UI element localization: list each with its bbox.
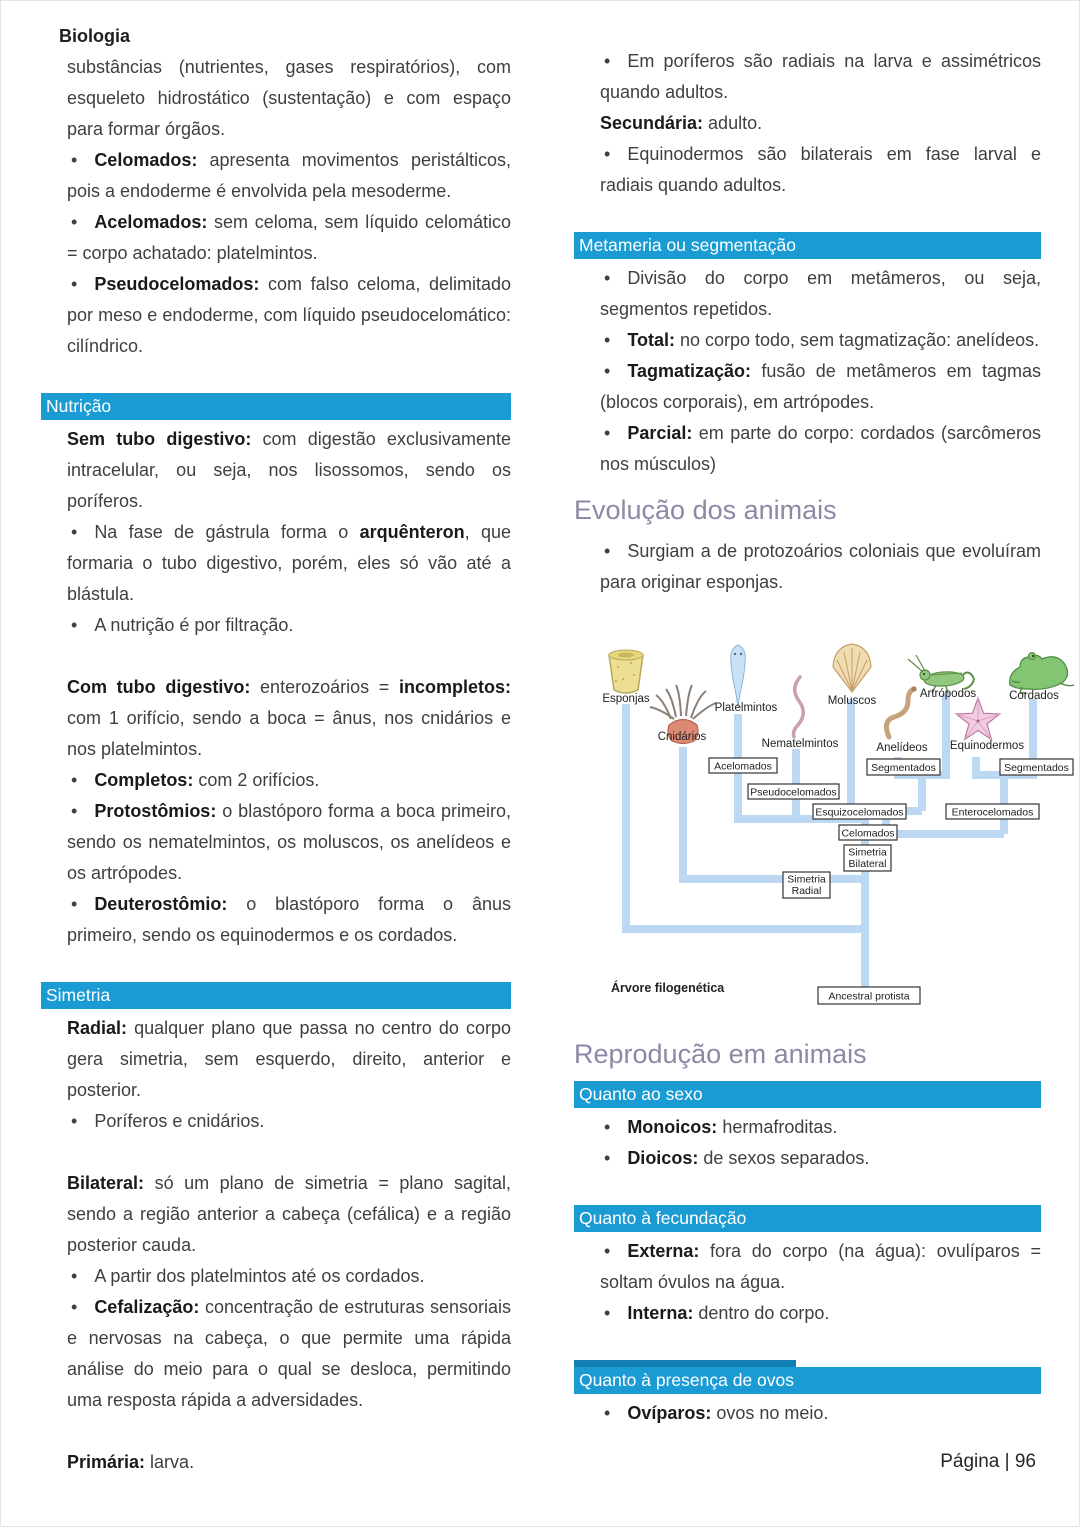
left-column: Biologia substâncias (nutrientes, gases … (41, 21, 511, 1478)
bullet-celomados: Celomados: apresenta movimentos peristál… (67, 145, 511, 207)
node-box-celomados: Celomados (841, 828, 894, 840)
spacer (41, 1416, 511, 1447)
phylogenetic-tree-diagram: Esponjas Cnidários Platelmintos Nematelm… (602, 643, 1075, 1005)
bullet-divisao: Divisão do corpo em metâmeros, ou seja, … (600, 263, 1041, 325)
node-box-simetria-radial-line2: Radial (792, 885, 822, 897)
node-box-segmentados-dir: Segmentados (1004, 762, 1069, 774)
spacer (574, 1329, 1041, 1360)
heading-reproducao: Reprodução em animais (574, 1039, 867, 1069)
bullet-total: Total: no corpo todo, sem tagmatização: … (600, 325, 1041, 356)
bullet-completos: Completos: com 2 orifícios. (67, 765, 511, 796)
grasshopper-icon (907, 654, 976, 695)
right-column-lower: Reprodução em animais Quanto ao sexo Mon… (574, 1036, 1041, 1429)
bullet-acelomados: Acelomados: sem celoma, sem líquido celo… (67, 207, 511, 269)
paragraph: substâncias (nutrientes, gases respirató… (67, 57, 511, 139)
flatworm-icon (730, 644, 746, 708)
section-header-sexo: Quanto ao sexo (574, 1081, 1041, 1108)
section-header-nutricao: Nutrição (41, 393, 511, 420)
bullet-cefalizacao: Cefalização: concentração de estruturas … (67, 1292, 511, 1416)
node-box-ancestral-protista: Ancestral protista (828, 991, 909, 1003)
bullet-surgiam: Surgiam a de protozoários coloniais que … (600, 536, 1041, 598)
bullet-poriferos: Poríferos e cnidários. (67, 1106, 511, 1137)
paragraph-bilateral: Bilateral: só um plano de simetria = pla… (67, 1173, 511, 1255)
paragraph-sem-tubo: Sem tubo digestivo: com digestão exclusi… (67, 429, 511, 511)
tree-caption: Árvore filogenética (611, 980, 725, 995)
roundworm-icon (791, 675, 805, 739)
paragraph-radial: Radial: qualquer plano que passa no cent… (67, 1018, 511, 1100)
section-header-metameria: Metameria ou segmentação (574, 232, 1041, 259)
node-box-enterocelomados: Enterocelomados (952, 807, 1034, 819)
spacer (41, 362, 511, 393)
heading-evolucao: Evolução dos animais (574, 495, 837, 525)
bullet-gastrula: Na fase de gástrula forma o arquênteron,… (67, 517, 511, 610)
taxon-label-cordados: Cordados (1009, 690, 1059, 702)
bullet-interna: Interna: dentro do corpo. (600, 1298, 1041, 1329)
bullet-tagmatizacao: Tagmatização: fusão de metâmeros em tagm… (600, 356, 1041, 418)
page-running-title: Biologia (59, 26, 130, 46)
spacer (574, 1174, 1041, 1205)
node-box-acelomados: Acelomados (714, 761, 772, 773)
node-box-segmentados-esq: Segmentados (871, 762, 936, 774)
spacer (41, 1137, 511, 1168)
mollusk-shell-icon (832, 643, 872, 693)
page-number: Página | 96 (940, 1451, 1036, 1472)
bullet-a-partir: A partir dos platelmintos até os cordado… (67, 1261, 511, 1292)
section-header-fecundacao: Quanto à fecundação (574, 1205, 1041, 1232)
starfish-icon (954, 696, 1002, 742)
node-box-esquizocelomados: Esquizocelomados (815, 807, 903, 819)
paragraph-secundaria: Secundária: adulto. (600, 113, 763, 133)
right-column-upper: Em poríferos são radiais na larva e assi… (574, 46, 1041, 598)
node-box-simetria-bilateral-line2: Bilateral (849, 858, 887, 870)
sponge-icon (608, 649, 644, 694)
taxon-label-nematelmintos: Nematelmintos (762, 738, 839, 750)
bullet-monoicos: Monoicos: hermafroditas. (600, 1112, 1041, 1143)
bullet-pseudocelomados: Pseudocelomados: com falso celoma, delim… (67, 269, 511, 362)
annelid-worm-icon (883, 686, 917, 740)
taxon-label-platelmintos: Platelmintos (715, 702, 778, 714)
bullet-oviparos: Ovíparos: ovos no meio. (600, 1398, 1041, 1429)
spacer (41, 641, 511, 672)
bullet-parcial: Parcial: em parte do corpo: cordados (sa… (600, 418, 1041, 480)
taxon-label-anelideos: Anelídeos (876, 742, 927, 754)
frog-icon (1009, 652, 1075, 694)
paragraph-com-tubo: Com tubo digestivo: enterozoários = inco… (67, 677, 511, 759)
bullet-filtracao: A nutrição é por filtração. (67, 610, 511, 641)
taxon-label-cnidarios: Cnidários (658, 731, 707, 743)
bullet-em-poriferos: Em poríferos são radiais na larva e assi… (600, 46, 1041, 108)
bullet-deuterostomio: Deuterostômio: o blastóporo forma o ânus… (67, 889, 511, 951)
node-box-pseudocelomados: Pseudocelomados (750, 787, 836, 799)
taxon-label-equinodermos: Equinodermos (950, 740, 1024, 752)
spacer (574, 201, 1041, 232)
node-box-simetria-radial: Simetria (787, 874, 826, 886)
taxon-label-artropodos: Artrópodos (920, 688, 977, 700)
section-header-ovos: Quanto à presença de ovos (574, 1360, 1041, 1394)
taxon-label-esponjas: Esponjas (602, 693, 650, 705)
bullet-equinodermos: Equinodermos são bilaterais em fase larv… (600, 139, 1041, 201)
bullet-dioicos: Dioicos: de sexos separados. (600, 1143, 1041, 1174)
paragraph-primaria: Primária: larva. (67, 1452, 195, 1472)
spacer (41, 951, 511, 982)
bullet-externa: Externa: fora do corpo (na água): ovulíp… (600, 1236, 1041, 1298)
bullet-protostomios: Protostômios: o blastóporo forma a boca … (67, 796, 511, 889)
section-header-simetria: Simetria (41, 982, 511, 1009)
taxon-label-moluscos: Moluscos (828, 695, 877, 707)
node-box-simetria-bilateral: Simetria (848, 847, 887, 859)
cnidarian-icon (649, 684, 717, 745)
